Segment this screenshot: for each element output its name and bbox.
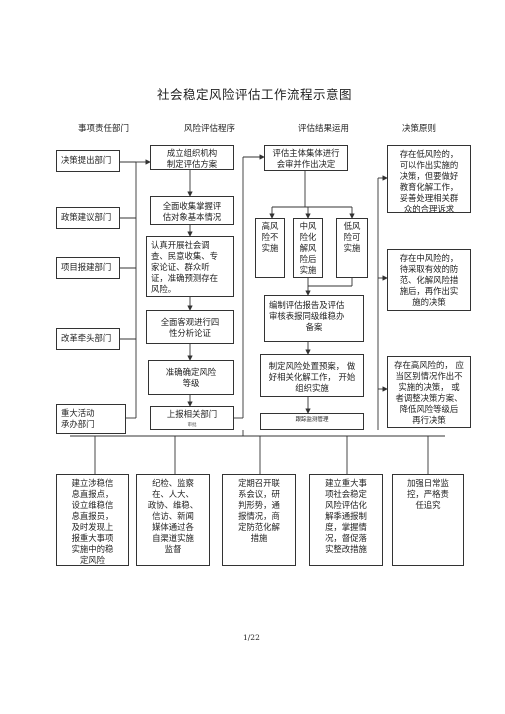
procedure-step-1: 成立组织机构制定评估方案 (150, 145, 234, 170)
department-event: 重大活动 承办部门 (56, 404, 126, 434)
department-project: 项目报建部门 (56, 257, 120, 279)
header-assessment-procedure: 风险评估程序 (184, 124, 236, 134)
result-collective-decision: 评估主体集体进行会审并作出决定 (264, 145, 348, 171)
principle-medium-risk: 存在中风险的，待采取有效的防范、化解风险措施后，再作出实施的决策 (387, 249, 471, 311)
department-decision: 决策提出部门 (56, 150, 120, 172)
procedure-step-6-note: 审批 (187, 423, 197, 428)
principle-low-risk: 存在低风险的，可以作出实施的决策，但要做好教育化解工作，妥善处理相关群众的合理诉… (387, 145, 471, 213)
header-decision-principles: 决策原则 (402, 124, 437, 134)
measure-info-reporting: 建立涉稳信息直报点，设立维稳信息直报员，及时发现上报重大事项实施中的稳定风险 (56, 474, 129, 566)
measure-supervision: 纪检、监察在、人大、政协、维稳、信访、新闻媒体通过各自渠道实施监督 (136, 474, 210, 566)
page-number: 1/22 (243, 633, 260, 642)
result-high-risk: 高风险不实施 (255, 218, 285, 278)
principle-high-risk: 存在高风险的， 应当区别情况作出不实施的决策， 或者调整决策方案、降低风险等级后… (387, 356, 471, 428)
department-policy: 政策建议部门 (56, 207, 120, 229)
procedure-step-4: 全面客观进行四性分析论证 (146, 310, 234, 344)
department-reform: 改革牵头部门 (56, 328, 120, 350)
procedure-step-3: 认真开展社会调查、民意收集、专家论证、群众听证，准确预测存在风险。 (146, 236, 234, 297)
header-result-application: 评估结果运用 (298, 124, 350, 134)
measure-quarterly-report: 建立重大事项社会稳定风险评估化解季通报制度，掌握情况，督促落实整改措施 (309, 474, 383, 566)
procedure-step-5: 准确确定风险等级 (148, 360, 234, 395)
measure-daily-monitoring: 加强日常监控，严格责任追究 (392, 474, 464, 566)
page-title: 社会稳定风险评估工作流程示意图 (157, 87, 353, 102)
result-medium-risk: 中风险化解风险后实施 (293, 218, 323, 278)
result-handling-plan: 制定风险处置预案， 做好相关化解工作， 开始组织实施 (260, 354, 364, 397)
result-report: 编制评估报告及评估审核表报同级维稳办备案 (264, 295, 364, 342)
procedure-step-2: 全面收集掌握评估对象基本情况 (150, 196, 234, 225)
header-responsible-departments: 事项责任部门 (78, 124, 130, 134)
result-tracking: 跟踪监测管理 (260, 413, 364, 430)
procedure-step-6: 上报相关部门 审批 (150, 406, 234, 430)
measure-joint-meetings: 定期召开联系会议，研判形势，通报情况，商定防范化解措施 (222, 474, 296, 566)
result-low-risk: 低风险可实施 (336, 218, 368, 278)
